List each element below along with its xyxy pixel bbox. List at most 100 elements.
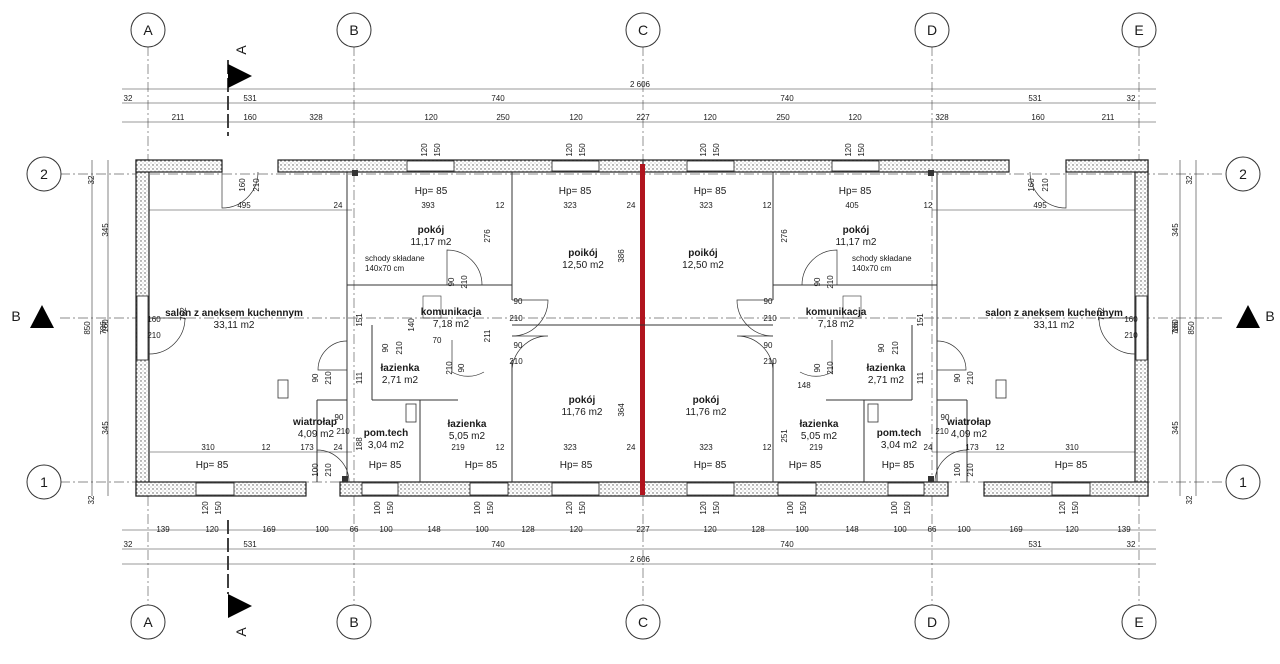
svg-text:E: E <box>1134 22 1143 38</box>
svg-text:345: 345 <box>1171 421 1180 435</box>
room-name-lazienka-large-left: łazienka <box>448 419 487 430</box>
svg-text:12: 12 <box>763 201 772 210</box>
svg-text:12: 12 <box>262 443 271 452</box>
axis-bubble-e-bottom: E <box>1121 604 1157 640</box>
dim-bottom-4: 66 <box>350 525 359 534</box>
svg-text:210: 210 <box>1041 178 1050 192</box>
svg-text:210: 210 <box>147 331 161 340</box>
bottom-dimensions: 2 606 32 531 740 740 531 32 139 120 169 … <box>124 525 1136 564</box>
svg-text:150: 150 <box>1071 501 1080 515</box>
svg-text:210: 210 <box>935 427 949 436</box>
room-area-pokoj-top-right: 11,17 m2 <box>836 237 877 248</box>
svg-text:210: 210 <box>460 275 469 289</box>
room-name-pokoj-top-left: pokój <box>418 225 445 236</box>
svg-text:276: 276 <box>780 229 789 243</box>
svg-text:219: 219 <box>451 443 465 452</box>
room-area-wiatrolap-right: 4,09 m2 <box>951 429 988 440</box>
dim-bottom-13: 100 <box>795 525 809 534</box>
room-area-salon-left: 33,11 m2 <box>214 320 255 331</box>
dim-end-bottom-left: 32 <box>124 540 133 549</box>
svg-text:786: 786 <box>99 321 108 335</box>
svg-text:323: 323 <box>699 201 713 210</box>
svg-text:251: 251 <box>780 429 789 443</box>
svg-text:24: 24 <box>334 201 343 210</box>
dim-top-160-left: 160 <box>243 113 257 122</box>
svg-text:90: 90 <box>764 341 773 350</box>
svg-text:323: 323 <box>563 201 577 210</box>
svg-text:2: 2 <box>1239 166 1247 182</box>
svg-text:1: 1 <box>40 474 48 490</box>
svg-text:A: A <box>233 627 249 637</box>
dim-top-328-left: 328 <box>309 113 323 122</box>
svg-text:345: 345 <box>101 421 110 435</box>
svg-text:148: 148 <box>797 381 811 390</box>
room-name-salon-left: salon z aneksem kuchennym <box>165 308 303 319</box>
svg-text:150: 150 <box>578 501 587 515</box>
svg-text:150: 150 <box>799 501 808 515</box>
svg-text:B: B <box>349 22 358 38</box>
dim-top-250-right: 250 <box>776 113 790 122</box>
room-area-salon-right: 33,11 m2 <box>1034 320 1075 331</box>
section-marker-b-left: B <box>11 305 54 328</box>
svg-text:A: A <box>143 22 153 38</box>
svg-text:323: 323 <box>563 443 577 452</box>
dim-bottom-531-left: 531 <box>243 540 257 549</box>
svg-text:70: 70 <box>433 336 442 345</box>
axis-bubble-e-top: E <box>1121 12 1157 48</box>
svg-text:850: 850 <box>1187 321 1196 335</box>
dim-end-top-right: 32 <box>1127 94 1136 103</box>
svg-text:B: B <box>349 614 358 630</box>
svg-text:210: 210 <box>509 357 523 366</box>
svg-text:100: 100 <box>890 501 899 515</box>
top-dimensions: 2 606 32 531 740 740 531 32 211 160 328 … <box>124 80 1136 122</box>
svg-text:210: 210 <box>966 463 975 477</box>
dim-top-120-b: 120 <box>569 113 583 122</box>
svg-text:90: 90 <box>381 343 390 352</box>
svg-text:210: 210 <box>891 341 900 355</box>
svg-text:210: 210 <box>252 178 261 192</box>
svg-text:160: 160 <box>1171 319 1180 333</box>
svg-text:210: 210 <box>1124 331 1138 340</box>
svg-text:90: 90 <box>514 297 523 306</box>
room-area-lazienka-small-right: 2,71 m2 <box>868 375 905 386</box>
svg-text:150: 150 <box>386 501 395 515</box>
axis-bubble-d-bottom: D <box>914 604 950 640</box>
room-area-poikoj-left: 12,50 m2 <box>562 260 604 271</box>
door-swings <box>148 171 1136 483</box>
svg-text:762: 762 <box>179 307 188 321</box>
dim-top-120-c: 120 <box>703 113 717 122</box>
dim-end-top-left: 32 <box>124 94 133 103</box>
room-name-wiatrolap-left: wiatrołap <box>292 417 337 428</box>
svg-text:393: 393 <box>421 201 435 210</box>
svg-text:210: 210 <box>336 427 350 436</box>
dim-bottom-3: 100 <box>315 525 329 534</box>
room-area-pokoj-top-left: 11,17 m2 <box>411 237 452 248</box>
dim-bottom-17: 100 <box>957 525 971 534</box>
room-name-wiatrolap-right: wiatrołap <box>946 417 991 428</box>
dim-bottom-6: 148 <box>427 525 441 534</box>
svg-text:364: 364 <box>617 403 626 417</box>
room-name-poikoj-right: poikój <box>688 248 718 259</box>
svg-text:150: 150 <box>857 143 866 157</box>
svg-text:1: 1 <box>1239 474 1247 490</box>
hp-label: Hp= 85 <box>1055 460 1088 471</box>
svg-text:90: 90 <box>447 277 456 286</box>
svg-text:120: 120 <box>565 143 574 157</box>
section-marker-b-right: B <box>1236 305 1275 328</box>
partitions <box>277 172 1007 482</box>
dim-level1-740-right: 740 <box>780 94 794 103</box>
svg-text:150: 150 <box>712 501 721 515</box>
stairs-label-right: schody składane <box>852 254 912 263</box>
svg-text:160: 160 <box>147 315 161 324</box>
dim-bottom-19: 120 <box>1065 525 1079 534</box>
room-area-pomtech-right: 3,04 m2 <box>881 440 918 451</box>
svg-text:C: C <box>638 22 648 38</box>
axis-bubble-2-right: 2 <box>1225 156 1261 192</box>
hp-label: Hp= 85 <box>415 186 448 197</box>
hp-label: Hp= 85 <box>694 186 727 197</box>
room-area-poikoj-right: 12,50 m2 <box>682 260 724 271</box>
dim-bottom-7: 100 <box>475 525 489 534</box>
room-area-wiatrolap-left: 4,09 m2 <box>298 429 335 440</box>
svg-text:100: 100 <box>373 501 382 515</box>
svg-text:150: 150 <box>486 501 495 515</box>
